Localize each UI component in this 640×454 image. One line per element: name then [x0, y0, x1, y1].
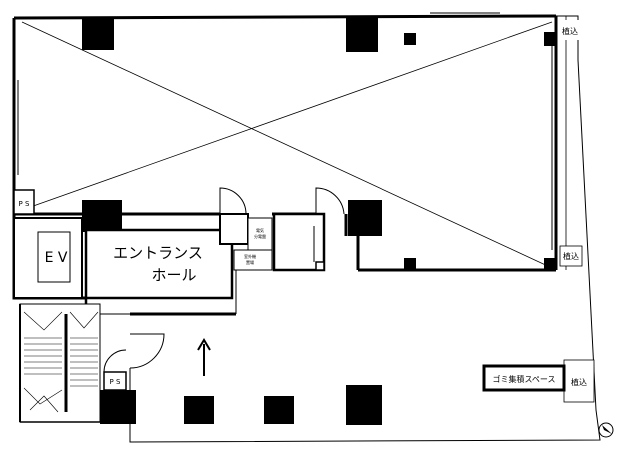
- planting-label: 植込: [563, 251, 579, 261]
- meter-label: 分電盤: [254, 233, 266, 239]
- entrance-hall-label-line2: ホール: [151, 266, 196, 284]
- planting-label: 植込: [562, 26, 578, 36]
- column: [346, 18, 378, 52]
- entrance-hall-label-line1: エントランス: [113, 244, 203, 262]
- column: [82, 18, 114, 50]
- elevator-label: E V: [45, 250, 68, 266]
- meter-label: 電気: [256, 227, 264, 233]
- up-arrow-icon: [197, 338, 211, 376]
- column: [544, 32, 556, 46]
- doors: [103, 187, 345, 373]
- door-swing: [315, 187, 345, 215]
- site-boundary: [99, 15, 601, 443]
- planting-areas: 植込 植込 植込: [559, 20, 595, 403]
- ps-label: P S: [110, 378, 121, 386]
- entrance-hall: エントランス ホール: [84, 228, 237, 316]
- column: [100, 390, 136, 424]
- meter-label: 置場: [246, 259, 254, 265]
- structural-columns: [82, 18, 556, 425]
- column: [544, 258, 556, 270]
- column: [346, 385, 382, 425]
- column: [184, 396, 214, 424]
- column: [404, 258, 416, 270]
- garbage-space: ゴミ集積スペース: [482, 364, 566, 392]
- elevator: E V: [13, 217, 83, 299]
- door-swing: [129, 333, 165, 369]
- service-rooms: 電気 分電盤 室外機 置場: [219, 212, 326, 272]
- column: [264, 396, 294, 424]
- door-swing: [219, 187, 247, 215]
- door-swing: [103, 349, 127, 373]
- planting-label: 植込: [571, 377, 587, 387]
- stairwell: [19, 303, 101, 423]
- compass-north-icon: [598, 422, 614, 438]
- ps-shaft-bottom: P S: [103, 371, 127, 391]
- garbage-space-label: ゴミ集積スペース: [492, 374, 555, 384]
- column: [404, 33, 416, 45]
- meter-label: 室外機: [244, 253, 256, 259]
- column: [82, 200, 122, 232]
- ps-shaft-top: P S: [13, 189, 35, 215]
- ps-label: P S: [19, 200, 30, 208]
- column: [348, 200, 382, 236]
